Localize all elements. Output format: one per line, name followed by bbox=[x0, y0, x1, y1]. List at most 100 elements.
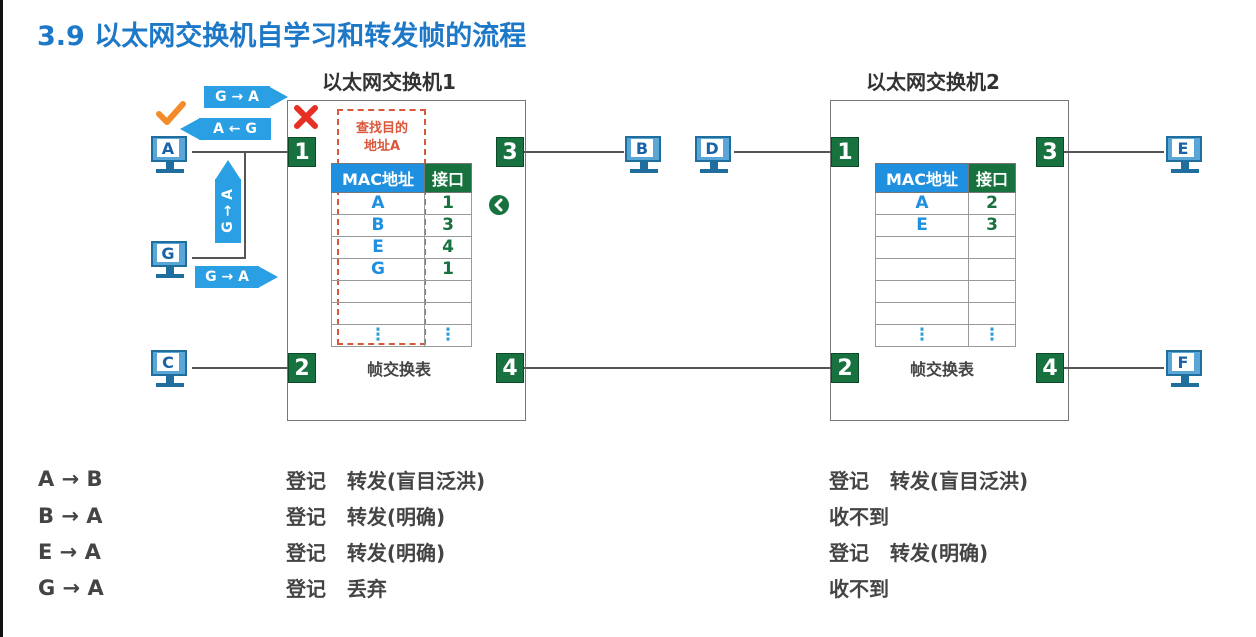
switch2-table-caption: 帧交换表 bbox=[910, 360, 975, 379]
dots-cell: ⋮ bbox=[331, 324, 425, 347]
arrow-left-icon bbox=[180, 118, 200, 140]
flow-label: B → A bbox=[38, 504, 103, 528]
mac-cell: A bbox=[331, 192, 425, 215]
frame-tag-g-to-a-vertical: G → A bbox=[220, 189, 236, 233]
switch1-port-1: 1 bbox=[288, 137, 316, 167]
mac-cell: G bbox=[331, 258, 425, 281]
table-row bbox=[875, 236, 1016, 259]
port-cell: 3 bbox=[424, 214, 472, 237]
port-cell: 1 bbox=[424, 192, 472, 215]
flow-switch2-action: 登记 转发(明确) bbox=[829, 541, 989, 565]
flow-switch1-action: 登记 转发(盲目泛洪) bbox=[286, 469, 486, 493]
mac-cell: E bbox=[331, 236, 425, 259]
host-a-label: A bbox=[157, 139, 179, 158]
switch1-title: 以太网交换机1 bbox=[322, 70, 456, 94]
switch2-port-3: 3 bbox=[1036, 137, 1064, 167]
frame-tag-g-to-a-top: G → A bbox=[204, 86, 270, 108]
host-e[interactable]: E bbox=[1163, 136, 1207, 180]
switch2-port-2: 2 bbox=[831, 353, 859, 383]
wire-sw2port4-f bbox=[1064, 367, 1164, 369]
host-c-label: C bbox=[157, 353, 179, 372]
frame-tag-a-from-g: A ← G bbox=[199, 118, 271, 140]
lookup-label: 查找目的 地址A bbox=[340, 120, 424, 156]
dots-cell: ⋮ bbox=[424, 324, 472, 347]
port-cell: 4 bbox=[424, 236, 472, 259]
table-row bbox=[875, 280, 1016, 303]
mac-header: MAC地址 bbox=[875, 163, 969, 193]
table-row bbox=[875, 302, 1016, 325]
wire-g-horizontal bbox=[192, 257, 246, 259]
mac-cell: B bbox=[331, 214, 425, 237]
wire-d-sw2port1 bbox=[734, 151, 831, 153]
frame-tag-vertical: G → A bbox=[215, 179, 241, 243]
switch2-port-4: 4 bbox=[1036, 353, 1064, 383]
port-header: 接口 bbox=[424, 163, 472, 193]
host-d-label: D bbox=[701, 139, 723, 158]
lookup-label-line2: 地址A bbox=[363, 139, 401, 154]
arrow-right-icon bbox=[258, 266, 278, 288]
flow-label: E → A bbox=[38, 540, 101, 564]
switch1-table-caption: 帧交换表 bbox=[367, 360, 432, 379]
mac-cell: E bbox=[875, 214, 969, 237]
wire-port4-sw2port2 bbox=[524, 367, 831, 369]
wire-sw2port3-e bbox=[1064, 151, 1164, 153]
table-row: ⋮⋮ bbox=[875, 324, 1016, 347]
host-b-label: B bbox=[631, 139, 653, 158]
host-d[interactable]: D bbox=[692, 136, 736, 180]
flow-label: G → A bbox=[38, 576, 104, 600]
page-title: 3.9 以太网交换机自学习和转发帧的流程 bbox=[37, 21, 527, 52]
left-chevron-icon bbox=[489, 195, 509, 215]
mac-cell: A bbox=[875, 192, 969, 215]
switch1-port-4: 4 bbox=[496, 353, 524, 383]
host-f-label: F bbox=[1172, 353, 1194, 372]
switch1-port-2: 2 bbox=[288, 353, 316, 383]
lookup-label-line1: 查找目的 bbox=[355, 121, 408, 136]
host-g[interactable]: G bbox=[148, 241, 192, 285]
arrow-up-icon bbox=[215, 160, 241, 180]
port-header: 接口 bbox=[968, 163, 1016, 193]
host-a[interactable]: A bbox=[148, 136, 192, 180]
table-row bbox=[331, 302, 472, 325]
frame-tag-g-to-a-bottom: G → A bbox=[195, 266, 259, 288]
host-c[interactable]: C bbox=[148, 350, 192, 394]
flow-switch2-action: 收不到 bbox=[829, 505, 889, 529]
host-e-label: E bbox=[1172, 139, 1194, 158]
table-row bbox=[875, 258, 1016, 281]
wire-port3-b bbox=[524, 151, 624, 153]
port-cell: 3 bbox=[968, 214, 1016, 237]
dots-cell: ⋮ bbox=[968, 324, 1016, 347]
left-border bbox=[0, 0, 3, 637]
table-row: ⋮⋮ bbox=[331, 324, 472, 347]
host-g-label: G bbox=[157, 244, 179, 263]
host-f[interactable]: F bbox=[1163, 350, 1207, 394]
port-cell: 1 bbox=[424, 258, 472, 281]
host-b[interactable]: B bbox=[622, 136, 666, 180]
dots-cell: ⋮ bbox=[875, 324, 969, 347]
arrow-right-icon bbox=[268, 86, 288, 108]
wire-g-vertical bbox=[244, 151, 246, 259]
check-icon bbox=[156, 101, 186, 125]
flow-switch1-action: 登记 转发(明确) bbox=[286, 541, 446, 565]
wire-a-port1 bbox=[192, 151, 288, 153]
mac-header: MAC地址 bbox=[331, 163, 425, 193]
switch1-port-3: 3 bbox=[496, 137, 524, 167]
table-row bbox=[331, 280, 472, 303]
switch2-title: 以太网交换机2 bbox=[866, 70, 1000, 94]
wire-c-port2 bbox=[192, 367, 288, 369]
flow-label: A → B bbox=[38, 467, 103, 491]
flow-switch2-action: 登记 转发(盲目泛洪) bbox=[829, 469, 1029, 493]
cross-icon bbox=[294, 105, 318, 129]
flow-switch1-action: 登记 转发(明确) bbox=[286, 505, 446, 529]
switch2-port-1: 1 bbox=[831, 137, 859, 167]
flow-switch2-action: 收不到 bbox=[829, 577, 889, 601]
flow-switch1-action: 登记 丢弃 bbox=[286, 577, 387, 601]
port-cell: 2 bbox=[968, 192, 1016, 215]
